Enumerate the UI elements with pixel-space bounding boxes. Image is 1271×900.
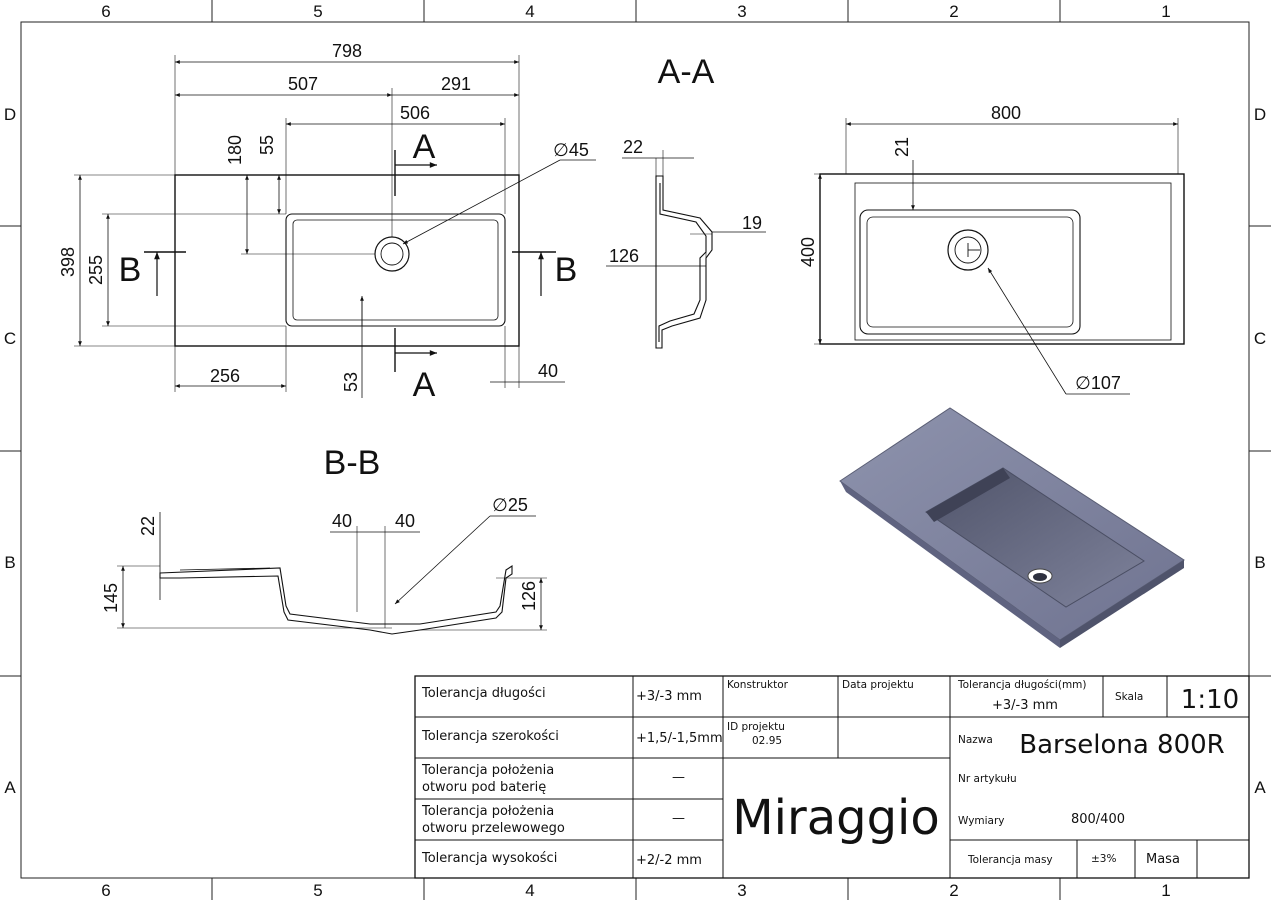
tolerance-label: Tolerancja szerokości [421, 729, 559, 744]
section-cut-label: A [413, 366, 436, 404]
skala-label: Skala [1115, 691, 1143, 703]
col-label: 5 [313, 881, 322, 900]
tol-len-label: Tolerancja długości(mm) [957, 679, 1087, 691]
section-bb-labels: B-B 22 145 40 40 ∅25 126 [101, 444, 539, 613]
dim-label: 55 [257, 135, 277, 155]
wymiary-label: Wymiary [958, 815, 1005, 827]
dim-label: 53 [341, 372, 361, 392]
tol-masy-label: Tolerancja masy [967, 854, 1053, 866]
col-label: 2 [949, 2, 958, 21]
dim-label: 126 [519, 581, 539, 611]
col-label: 4 [525, 2, 534, 21]
dim-label: 398 [58, 247, 78, 277]
section-aa-title: A-A [658, 53, 715, 91]
col-label: 3 [737, 2, 746, 21]
right-top-view-labels: 800 21 400 ∅107 [798, 103, 1121, 393]
tolerance-label: Tolerancja długości [421, 686, 546, 701]
frame-labels: 6 5 4 3 2 1 6 5 4 3 2 1 D C B A D C B A [4, 2, 1266, 900]
brand-logo: Miraggio [732, 790, 940, 846]
row-label: B [4, 553, 15, 572]
row-label: B [1254, 553, 1265, 572]
dim-label: ∅25 [492, 495, 528, 515]
col-label: 4 [525, 881, 534, 900]
top-view-labels: A-A 798 507 291 506 180 55 398 255 256 5… [58, 41, 715, 404]
title-block-text: Tolerancja długości +3/-3 mm Tolerancja … [421, 679, 1239, 868]
nr-artykulu-label: Nr artykułu [958, 773, 1017, 785]
tolerance-value: +2/-2 mm [636, 853, 702, 868]
konstruktor-label: Konstruktor [727, 679, 789, 691]
col-label: 1 [1161, 2, 1170, 21]
nazwa-label: Nazwa [958, 734, 993, 746]
dim-label: 40 [332, 511, 352, 531]
dim-label: 22 [623, 137, 643, 157]
row-label: A [4, 778, 16, 797]
section-cut-label: B [555, 251, 578, 289]
dim-label: ∅45 [553, 140, 589, 160]
masa-label: Masa [1146, 852, 1180, 867]
dim-label: 400 [798, 237, 818, 267]
tol-masy-value: ±3% [1091, 853, 1116, 865]
side-section-labels: 22 19 126 [609, 137, 762, 266]
dim-label: 291 [441, 74, 471, 94]
row-label: C [4, 329, 16, 348]
data-projektu-label: Data projektu [842, 679, 914, 691]
col-label: 1 [1161, 881, 1170, 900]
skala-value: 1:10 [1181, 685, 1239, 715]
tolerance-label: Tolerancja położenia [421, 804, 554, 819]
col-label: 6 [101, 881, 110, 900]
title-block [414, 675, 1250, 879]
dim-label: 19 [742, 213, 762, 233]
dim-label: ∅107 [1075, 373, 1121, 393]
tolerance-value: — [672, 770, 685, 785]
dim-label: 145 [101, 583, 121, 613]
dim-label: 255 [86, 255, 106, 285]
id-projektu-value: 02.95 [752, 735, 782, 747]
dim-label: 126 [609, 246, 639, 266]
dim-label: 180 [225, 135, 245, 165]
row-label: D [1254, 105, 1266, 124]
top-view [74, 55, 596, 398]
dim-label: 21 [892, 137, 912, 157]
section-bb-title: B-B [324, 444, 381, 482]
section-cut-label: B [119, 251, 142, 289]
tolerance-value: — [672, 811, 685, 826]
dim-label: 507 [288, 74, 318, 94]
tolerance-label: otworu przelewowego [422, 821, 565, 836]
dim-label: 506 [400, 103, 430, 123]
col-label: 5 [313, 2, 322, 21]
dim-label: 798 [332, 41, 362, 61]
dim-label: 256 [210, 366, 240, 386]
tol-len-value: +3/-3 mm [992, 698, 1058, 713]
tolerance-value: +3/-3 mm [636, 689, 702, 704]
dim-label: 40 [395, 511, 415, 531]
section-bb-view [117, 512, 547, 635]
wymiary-value: 800/400 [1071, 812, 1125, 827]
sink-3d-render [839, 407, 1185, 648]
id-projektu-label: ID projektu [727, 721, 785, 733]
side-section [606, 150, 766, 349]
nazwa-value: Barselona 800R [1019, 730, 1225, 760]
right-top-view [814, 118, 1185, 395]
col-label: 6 [101, 2, 110, 21]
dim-label: 800 [991, 103, 1021, 123]
tolerance-label: Tolerancja położenia [421, 763, 554, 778]
col-label: 2 [949, 881, 958, 900]
col-label: 3 [737, 881, 746, 900]
tolerance-label: otworu pod baterię [422, 780, 546, 795]
row-label: C [1254, 329, 1266, 348]
row-label: D [4, 105, 16, 124]
tolerance-label: Tolerancja wysokości [421, 851, 557, 866]
section-cut-label: A [413, 128, 436, 166]
tolerance-value: +1,5/-1,5mm [636, 731, 723, 746]
dim-label: 40 [538, 361, 558, 381]
row-label: A [1254, 778, 1266, 797]
dim-label: 22 [138, 516, 158, 536]
